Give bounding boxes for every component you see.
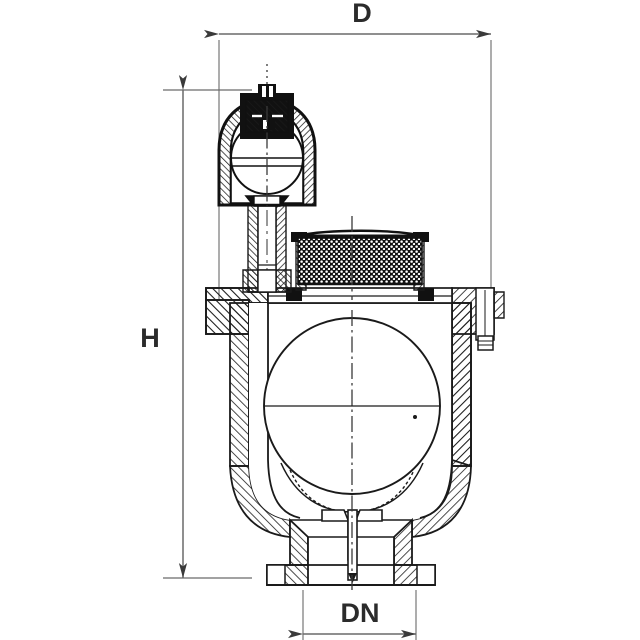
component-large-float-ball [263,317,441,513]
component-connecting-nipple [242,204,292,293]
dimension-D: D [204,0,492,300]
component-bottom-flange [266,564,436,586]
dimension-label-H: H [140,323,160,353]
dimension-label-DN: DN [341,598,380,628]
dimension-DN: DN [288,590,417,640]
dimension-H: H [140,75,252,579]
component-vent-screen [294,229,426,286]
component-side-bolt [475,287,505,351]
dimension-label-D: D [352,0,372,28]
centre-lines [266,64,353,590]
